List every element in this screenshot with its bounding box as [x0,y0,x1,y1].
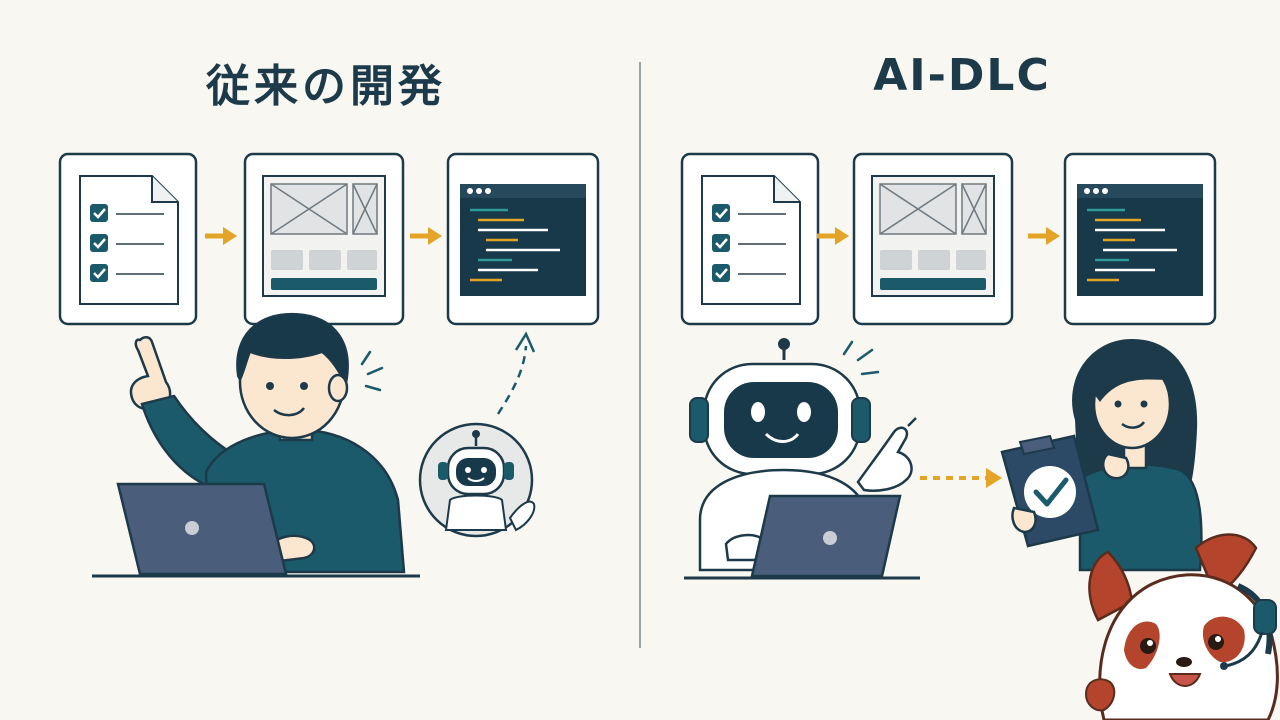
wireframe-icon [852,152,1014,326]
arrow-right-icon [205,227,237,245]
requirements-doc-icon [58,152,198,326]
clipboard-check-icon [1000,434,1100,548]
arrow-right-icon [410,227,442,245]
arrow-head-icon [514,331,536,353]
wireframe-icon [243,152,405,326]
arrow-right-icon [1028,227,1060,245]
left-workflow [58,152,600,326]
code-editor-icon [446,152,600,326]
requirements-doc-icon [680,152,820,326]
robot-assistant-bubble [418,422,536,538]
red-panda-mascot [1084,533,1279,720]
reviewer-person [1072,338,1203,572]
title-traditional: 従来の開発 [206,61,446,112]
laptop-icon [684,494,920,580]
title-ai-dlc: AI-DLC [873,50,1051,101]
right-workflow [680,152,1217,326]
code-editor-icon [1063,152,1217,326]
dashed-arrow [496,345,528,415]
laptop-icon [92,482,420,578]
arrow-head-icon [986,468,1002,488]
arrow-right-icon [817,227,849,245]
